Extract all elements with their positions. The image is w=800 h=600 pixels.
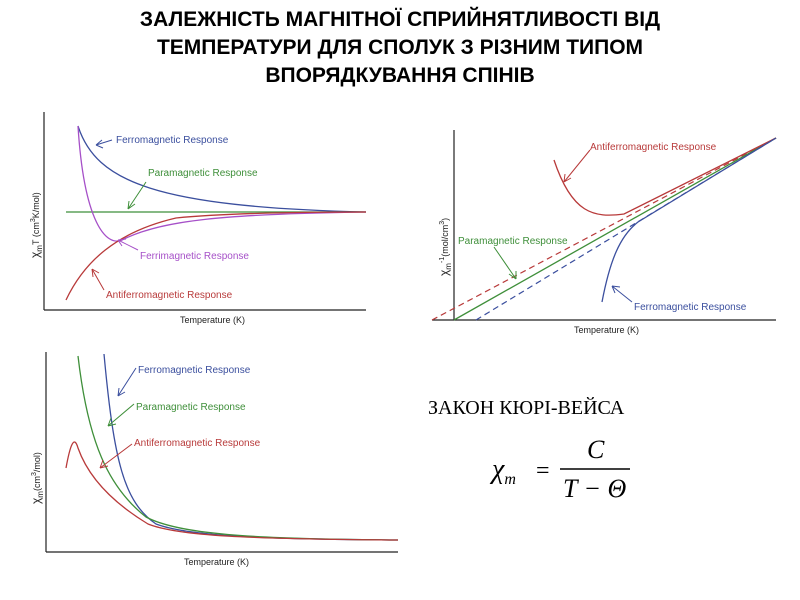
ferromagnetic-arrow <box>611 285 633 303</box>
formula-equals: = <box>536 458 550 484</box>
paramagnetic-arrow <box>127 181 147 210</box>
curie-weiss-law-heading: ЗАКОН КЮРІ-ВЕЙСА <box>428 397 625 419</box>
antiferromagnetic-label: Antiferromagnetic Response <box>134 438 261 449</box>
x-axis-label: Temperature (K) <box>184 557 249 567</box>
antiferromagnetic-arrow <box>563 149 591 183</box>
ferrimagnetic-label: Ferrimagnetic Response <box>140 251 249 262</box>
paramagnetic-arrow <box>107 403 135 427</box>
slide-title-line-2: ТЕМПЕРАТУРИ ДЛЯ СПОЛУК З РІЗНИМ ТИПОМ <box>156 36 644 59</box>
slide-title-line-3: ВПОРЯДКУВАННЯ СПІНІВ <box>265 64 535 87</box>
antiferromagnetic-label: Antiferromagnetic Response <box>590 142 717 153</box>
ferrimagnetic-arrow <box>117 238 139 251</box>
antiferromagnetic-curve <box>65 441 399 541</box>
antiferromagnetic-arrow <box>99 443 133 469</box>
ferromagnetic-curve <box>77 125 367 213</box>
paramagnetic-label: Paramagnetic Response <box>148 168 258 179</box>
x-axis-label: Temperature (K) <box>180 315 245 325</box>
paramagnetic-arrow <box>493 246 517 280</box>
ferromagnetic-curve <box>601 137 777 303</box>
paramagnetic-label: Paramagnetic Response <box>458 236 568 247</box>
ferrimagnetic-curve <box>77 125 367 242</box>
slide-title: ЗАЛЕЖНІСТЬ МАГНІТНОЇ СПРИЙНЯТЛИВОСТІ ВІД… <box>0 6 800 90</box>
ferromagnetic-arrow <box>117 367 137 397</box>
y-axis-label: χm-1(mol/cm3) <box>437 218 453 276</box>
curie-weiss-formula: χm = C T − Θ <box>489 435 630 503</box>
ferromagnetic-label: Ferromagnetic Response <box>634 302 747 313</box>
chart-inverse-chi-vs-temperature: Antiferromagnetic Response Paramagnetic … <box>431 130 777 335</box>
paramagnetic-line <box>453 137 777 321</box>
antiferromagnetic-extrapolation <box>431 137 777 321</box>
y-axis-label: χm(cm3/mol) <box>29 452 45 504</box>
formula-numerator: C <box>587 435 605 464</box>
formula-chi: χm <box>489 454 516 488</box>
ferromagnetic-label: Ferromagnetic Response <box>138 365 251 376</box>
antiferromagnetic-curve <box>65 211 367 301</box>
antiferromagnetic-curve <box>553 137 777 216</box>
antiferromagnetic-arrow <box>91 268 105 291</box>
formula-denominator: T − Θ <box>563 474 627 503</box>
chart-chiT-vs-temperature: Ferromagnetic Response Paramagnetic Resp… <box>28 112 367 325</box>
ferromagnetic-arrow <box>95 139 113 149</box>
x-axis-label: Temperature (K) <box>574 325 639 335</box>
antiferromagnetic-label: Antiferromagnetic Response <box>106 290 233 301</box>
paramagnetic-label: Paramagnetic Response <box>136 402 246 413</box>
slide-title-line-1: ЗАЛЕЖНІСТЬ МАГНІТНОЇ СПРИЙНЯТЛИВОСТІ ВІД <box>139 8 661 31</box>
ferromagnetic-label: Ferromagnetic Response <box>116 135 229 146</box>
y-axis-label: χmT (cm3K/mol) <box>28 192 44 258</box>
chart-chi-vs-temperature: Ferromagnetic Response Paramagnetic Resp… <box>29 352 399 567</box>
